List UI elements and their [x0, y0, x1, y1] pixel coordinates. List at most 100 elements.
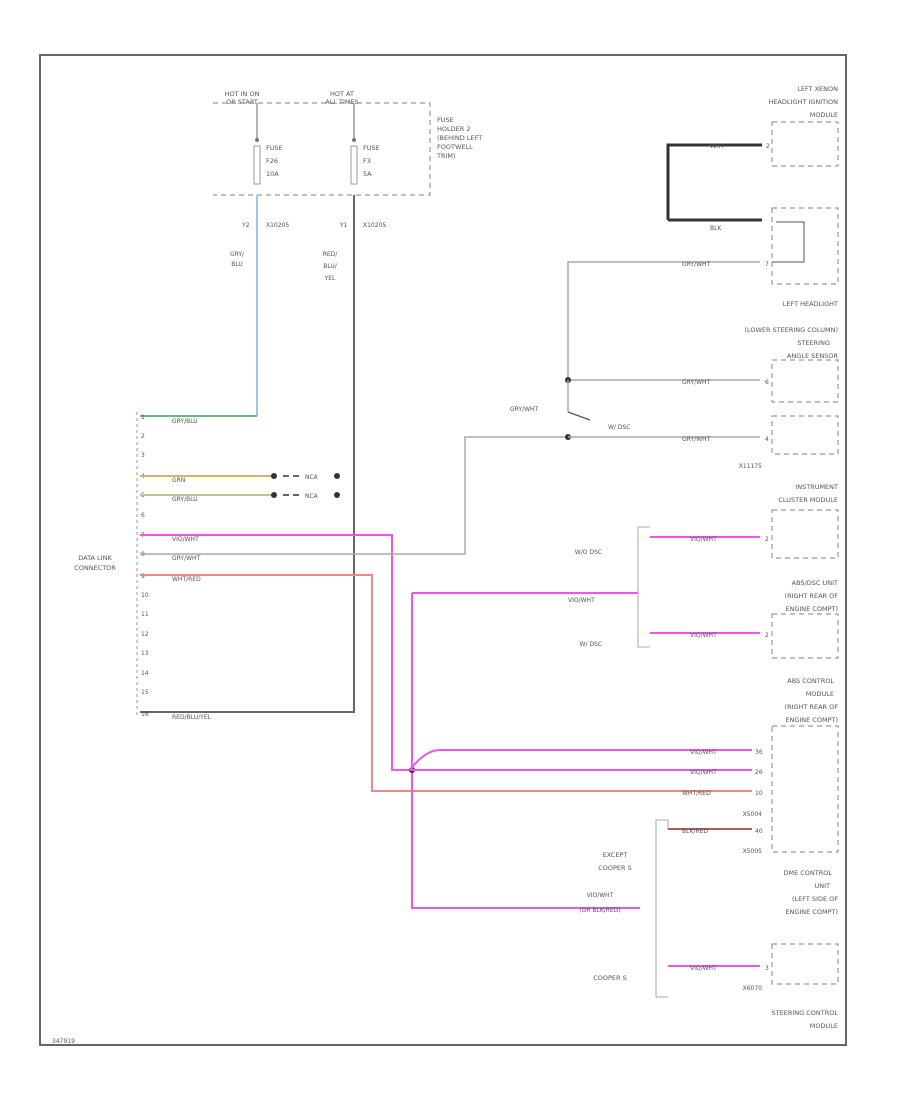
svg-text:LEFT XENON: LEFT XENON [797, 85, 838, 93]
fuse-holder-label: FUSE HOLDER 2 (BEHIND LEFT FOOTWELL TRIM… [436, 116, 482, 160]
svg-text:STEERING: STEERING [797, 339, 830, 347]
svg-text:MODULE: MODULE [806, 690, 834, 698]
pin-dme: 40 [755, 828, 763, 835]
abs-conn-top: X5004 [743, 811, 763, 818]
steering-control-box [771, 943, 839, 985]
conn-x10205-label-2: X10205 [363, 222, 386, 229]
svg-text:2: 2 [141, 433, 145, 440]
svg-text:F26: F26 [266, 157, 278, 165]
svg-text:3: 3 [141, 452, 145, 459]
svg-text:F3: F3 [363, 157, 371, 165]
wire-dme-brown-label: BLK/RED [682, 828, 708, 835]
svg-text:ENGINE COMPT): ENGINE COMPT) [785, 716, 838, 724]
pin-abs3: 10 [755, 790, 763, 797]
steering-control-label: STEERING CONTROL MODULE [772, 1009, 839, 1030]
instrument-cluster-box [771, 509, 839, 559]
svg-text:BLU/: BLU/ [323, 263, 338, 270]
pin-absdsc: 2 [765, 632, 769, 639]
svg-text:ENGINE COMPT): ENGINE COMPT) [785, 908, 838, 916]
wire-red-blu-yel [140, 195, 355, 713]
hot-label-1: HOT IN ON OR START [225, 90, 260, 106]
svg-text:13: 13 [141, 650, 149, 657]
dlc-wire-8-label: GRY/WHT [172, 555, 201, 562]
fuse-f26-symbol [253, 145, 261, 185]
svg-text:MODULE: MODULE [810, 1022, 838, 1030]
absdsc-unit-label: ABS/DSC UNIT (RIGHT REAR OF ENGINE COMPT… [785, 579, 839, 613]
wire-dlc-pin-9 [140, 574, 752, 792]
left-xenon-module-box [771, 121, 839, 167]
splice-wire-label: GRY/WHT [510, 406, 539, 413]
svg-text:EXCEPT: EXCEPT [603, 851, 628, 859]
dlc-pin-numbers: 1 2 3 4 5 6 7 8 9 10 11 12 13 14 15 16 [141, 414, 149, 718]
svg-text:CONNECTOR: CONNECTOR [74, 564, 116, 572]
fuse-f26-terminal [255, 138, 259, 142]
svg-text:FUSE: FUSE [363, 144, 380, 152]
headlight-internal-link [772, 221, 805, 263]
nca-pin-4: NCA [271, 473, 340, 481]
svg-text:HEADLIGHT IGNITION: HEADLIGHT IGNITION [768, 98, 838, 106]
wodsc-label: W/O DSC [575, 549, 602, 556]
wire-dlc-pin-7 [140, 534, 410, 771]
abs-control-label: ABS CONTROL MODULE (RIGHT REAR OF ENGINE… [785, 677, 839, 724]
dsc-switch-arm [567, 411, 591, 421]
svg-text:FUSE: FUSE [266, 144, 283, 152]
abs-conn-bot: X5005 [743, 848, 763, 855]
svg-text:6: 6 [141, 512, 145, 519]
wire-gry-blu-label: GRY/ BLU [230, 251, 245, 268]
conn-x10205-label-1: X10205 [266, 222, 289, 229]
svg-text:ABS CONTROL: ABS CONTROL [787, 677, 834, 685]
wdsc-label: W/ DSC [608, 424, 630, 431]
wire-xenon-top-label: WHT [710, 143, 724, 150]
fuse-f3-terminal [352, 138, 356, 142]
svg-text:10: 10 [141, 592, 149, 599]
svg-text:HOLDER 2: HOLDER 2 [437, 125, 470, 133]
dlc-wire-9-label: WHT/RED [172, 576, 201, 583]
svg-text:ANGLE SENSOR: ANGLE SENSOR [787, 352, 838, 360]
wire-xenon-loop-top [666, 143, 762, 220]
dme-conn-label: X6070 [743, 985, 763, 992]
left-xenon-label: LEFT XENON HEADLIGHT IGNITION MODULE [768, 85, 838, 119]
svg-text:(RIGHT REAR OF: (RIGHT REAR OF [785, 592, 839, 600]
abs-control-box [771, 725, 839, 853]
svg-text:NCA: NCA [305, 474, 319, 481]
wire-absdsc-label: VIO/WHT [690, 632, 717, 639]
wdsc-label-2: W/ DSC [580, 641, 602, 648]
svg-text:(OR BLK/RED): (OR BLK/RED) [579, 907, 620, 914]
dsc-bracket [637, 526, 650, 648]
pin-abs2: 26 [755, 769, 763, 776]
left-headlight-label: LEFT HEADLIGHT [783, 300, 838, 308]
svg-text:10A: 10A [266, 170, 279, 178]
svg-text:5A: 5A [363, 170, 372, 178]
wire-dlc-pin-8 [140, 436, 568, 555]
wire-icm-label: VIO/WHT [690, 536, 717, 543]
svg-text:16: 16 [141, 711, 149, 718]
wire-absdsc-bus-label: VIO/WHT [568, 597, 595, 604]
wire-headlight-gry-wht [567, 261, 760, 380]
dme-bus-label: VIO/WHT (OR BLK/RED) [579, 892, 620, 914]
wire-vio-trunk [411, 593, 640, 909]
steering-sensor-label: (LOWER STEERING COLUMN) STEERING ANGLE S… [744, 326, 838, 360]
svg-text:DME CONTROL: DME CONTROL [783, 869, 832, 877]
svg-text:15: 15 [141, 689, 149, 696]
svg-text:OR START: OR START [226, 98, 258, 106]
nca-pin-5: NCA [271, 492, 340, 500]
except-cooper-label: EXCEPT COOPER S [598, 851, 632, 872]
left-headlight-box [771, 207, 839, 285]
dlc-wire-4-label: GRN [172, 477, 185, 484]
pin-icm: 2 [765, 536, 769, 543]
svg-text:(LEFT SIDE OF: (LEFT SIDE OF [792, 895, 838, 903]
svg-text:14: 14 [141, 670, 149, 677]
svg-text:ALL TIMES: ALL TIMES [325, 98, 358, 106]
svg-text:CLUSTER MODULE: CLUSTER MODULE [778, 496, 838, 504]
fuse-f3-symbol [350, 145, 358, 185]
svg-text:HOT AT: HOT AT [330, 90, 354, 98]
svg-text:1: 1 [141, 414, 145, 421]
svg-text:TRIM): TRIM) [436, 152, 456, 160]
svg-text:COOPER S: COOPER S [598, 864, 632, 872]
pin-headlight: 7 [765, 261, 769, 268]
dlc-wire-16-label: RED/BLU/YEL [172, 714, 212, 721]
svg-text:RED/: RED/ [323, 251, 339, 258]
svg-text:FOOTWELL: FOOTWELL [437, 143, 473, 151]
svg-text:DATA LINK: DATA LINK [78, 554, 112, 562]
